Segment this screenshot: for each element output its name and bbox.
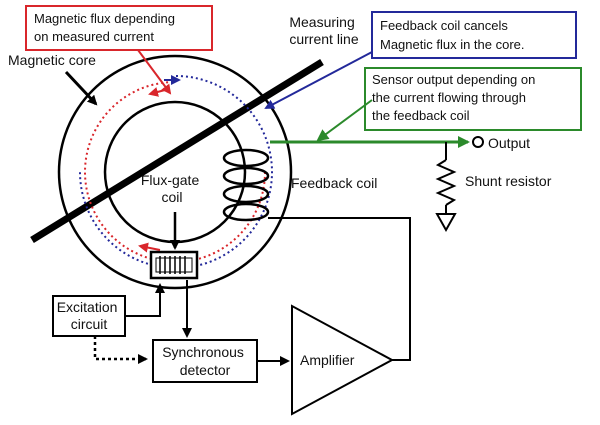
feedback-wire (268, 217, 411, 361)
amplifier-label: Amplifier (300, 352, 355, 368)
synchronous-detector-label: Synchronous detector (162, 344, 248, 378)
measured-flux-arrow-bottom (138, 242, 161, 253)
measured-flux-arrow (148, 87, 166, 97)
flux-gate-windings (159, 256, 186, 274)
shunt-resistor-label: Shunt resistor (465, 173, 552, 189)
feedback-coil-windings (222, 148, 270, 222)
measuring-current-line-label: Measuring current line (289, 14, 358, 47)
amplifier-triangle (291, 304, 395, 416)
excitation-reference-wire (93, 336, 148, 364)
output-label: Output (488, 135, 530, 151)
flux-gate-core (155, 257, 193, 273)
measured-flux-loop (84, 81, 266, 263)
magnetic-core-label: Magnetic core (8, 52, 96, 68)
feedback-pointer (264, 51, 373, 109)
measuring-current-line (30, 59, 324, 243)
sensor-output-annotation: Sensor output depending on the current f… (372, 72, 539, 123)
magnetic-core-outer (57, 54, 293, 290)
flux-gate-label: Flux-gate coil (141, 172, 203, 205)
magnetic-core-pointer (64, 70, 98, 106)
output-terminal (472, 136, 484, 148)
magnetic-flux-annotation: Magnetic flux depending on measured curr… (34, 11, 179, 44)
synchronous-detector-box (152, 339, 258, 383)
feedback-annotation-box (371, 11, 577, 59)
feedback-coil-label: Feedback coil (291, 175, 377, 191)
excitation-circuit-label: Excitation circuit (57, 299, 122, 332)
magnetic-flux-annotation-box (25, 5, 213, 51)
shunt-resistor (435, 159, 457, 206)
excitation-circuit-box (52, 295, 126, 337)
feedback-annotation: Feedback coil cancels Magnetic flux in t… (380, 18, 525, 52)
magnetic-flux-pointer (137, 49, 172, 95)
ground-icon (435, 213, 457, 233)
sensor-output-annotation-box (364, 67, 582, 131)
feedback-flux-loop (79, 75, 273, 269)
sensor-output-pointer (316, 99, 373, 142)
excitation-to-fluxgate-wire (125, 283, 165, 317)
